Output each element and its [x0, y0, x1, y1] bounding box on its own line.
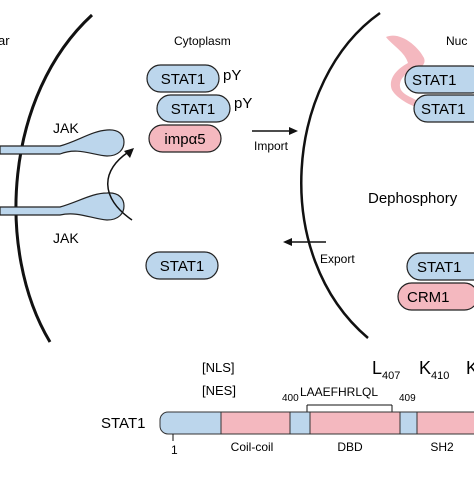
jak-receptor-bottom [0, 192, 125, 221]
nuclear-impa5-wrap [386, 35, 425, 108]
protein-label: STAT1 [101, 415, 145, 432]
stat1-nuclear-pill-1 [404, 65, 474, 94]
py-label-1: pY [223, 67, 241, 84]
domain-coil-coil [220, 411, 291, 435]
stat1-export-label: STAT1 [417, 259, 461, 276]
domain-label-dbd: DBD [337, 440, 363, 454]
domain-label-sh2: SH2 [430, 440, 454, 454]
crm1-pill [397, 282, 474, 311]
residue-k-partial: K [466, 358, 474, 378]
start-residue-label: 1 [171, 443, 178, 457]
motif-sequence: LAAEFHRLQL [300, 385, 378, 399]
stat1-nuclear-pill-1-label: STAT1 [412, 72, 456, 89]
stat1-pill-2 [156, 94, 231, 123]
stat1-nuclear-pill-2-label: STAT1 [421, 101, 465, 118]
plasma-membrane [14, 13, 94, 343]
nls-label: [NLS] [202, 360, 235, 375]
export-arrowhead [283, 238, 292, 246]
jak-label-top: JAK [53, 120, 79, 136]
import-label: Import [254, 139, 289, 153]
nes-label: [NES] [202, 383, 236, 398]
impa5-pill [148, 124, 222, 153]
residue-k410: K410 [419, 358, 449, 382]
export-label: Export [320, 252, 355, 266]
domain-sh2 [416, 411, 474, 435]
stat1-export-pill [406, 252, 474, 281]
domain-dbd [309, 411, 401, 435]
activation-arrow [107, 150, 133, 221]
jak-receptor-top [0, 129, 125, 157]
stat1-pill-1-label: STAT1 [161, 71, 205, 88]
extracellular-label: ar [0, 33, 10, 48]
crm1-label: CRM1 [407, 289, 450, 306]
py-label-2: pY [234, 95, 252, 112]
cytoplasm-label: Cytoplasm [174, 34, 231, 48]
impa5-label: impα5 [164, 131, 205, 148]
stat1-pill-1 [146, 64, 220, 93]
motif-start-number: 400 [282, 393, 299, 404]
dephosphorylation-label: Dephosphory [368, 190, 458, 207]
import-arrowhead [289, 127, 298, 135]
nucleus-label: Nuc [446, 34, 467, 48]
activation-arrowhead [124, 148, 134, 158]
stat1-cytoplasmic-label: STAT1 [160, 258, 204, 275]
stat1-nuclear-pill-2 [413, 94, 474, 123]
jak-label-bottom: JAK [53, 230, 79, 246]
domain-label-coil-coil: Coil-coil [231, 440, 274, 454]
nuclear-envelope [300, 11, 381, 339]
motif-end-number: 409 [399, 393, 416, 404]
stat1-cytoplasmic-pill [145, 251, 219, 280]
stat1-pill-2-label: STAT1 [171, 101, 215, 118]
residue-l407: L407 [372, 358, 400, 382]
